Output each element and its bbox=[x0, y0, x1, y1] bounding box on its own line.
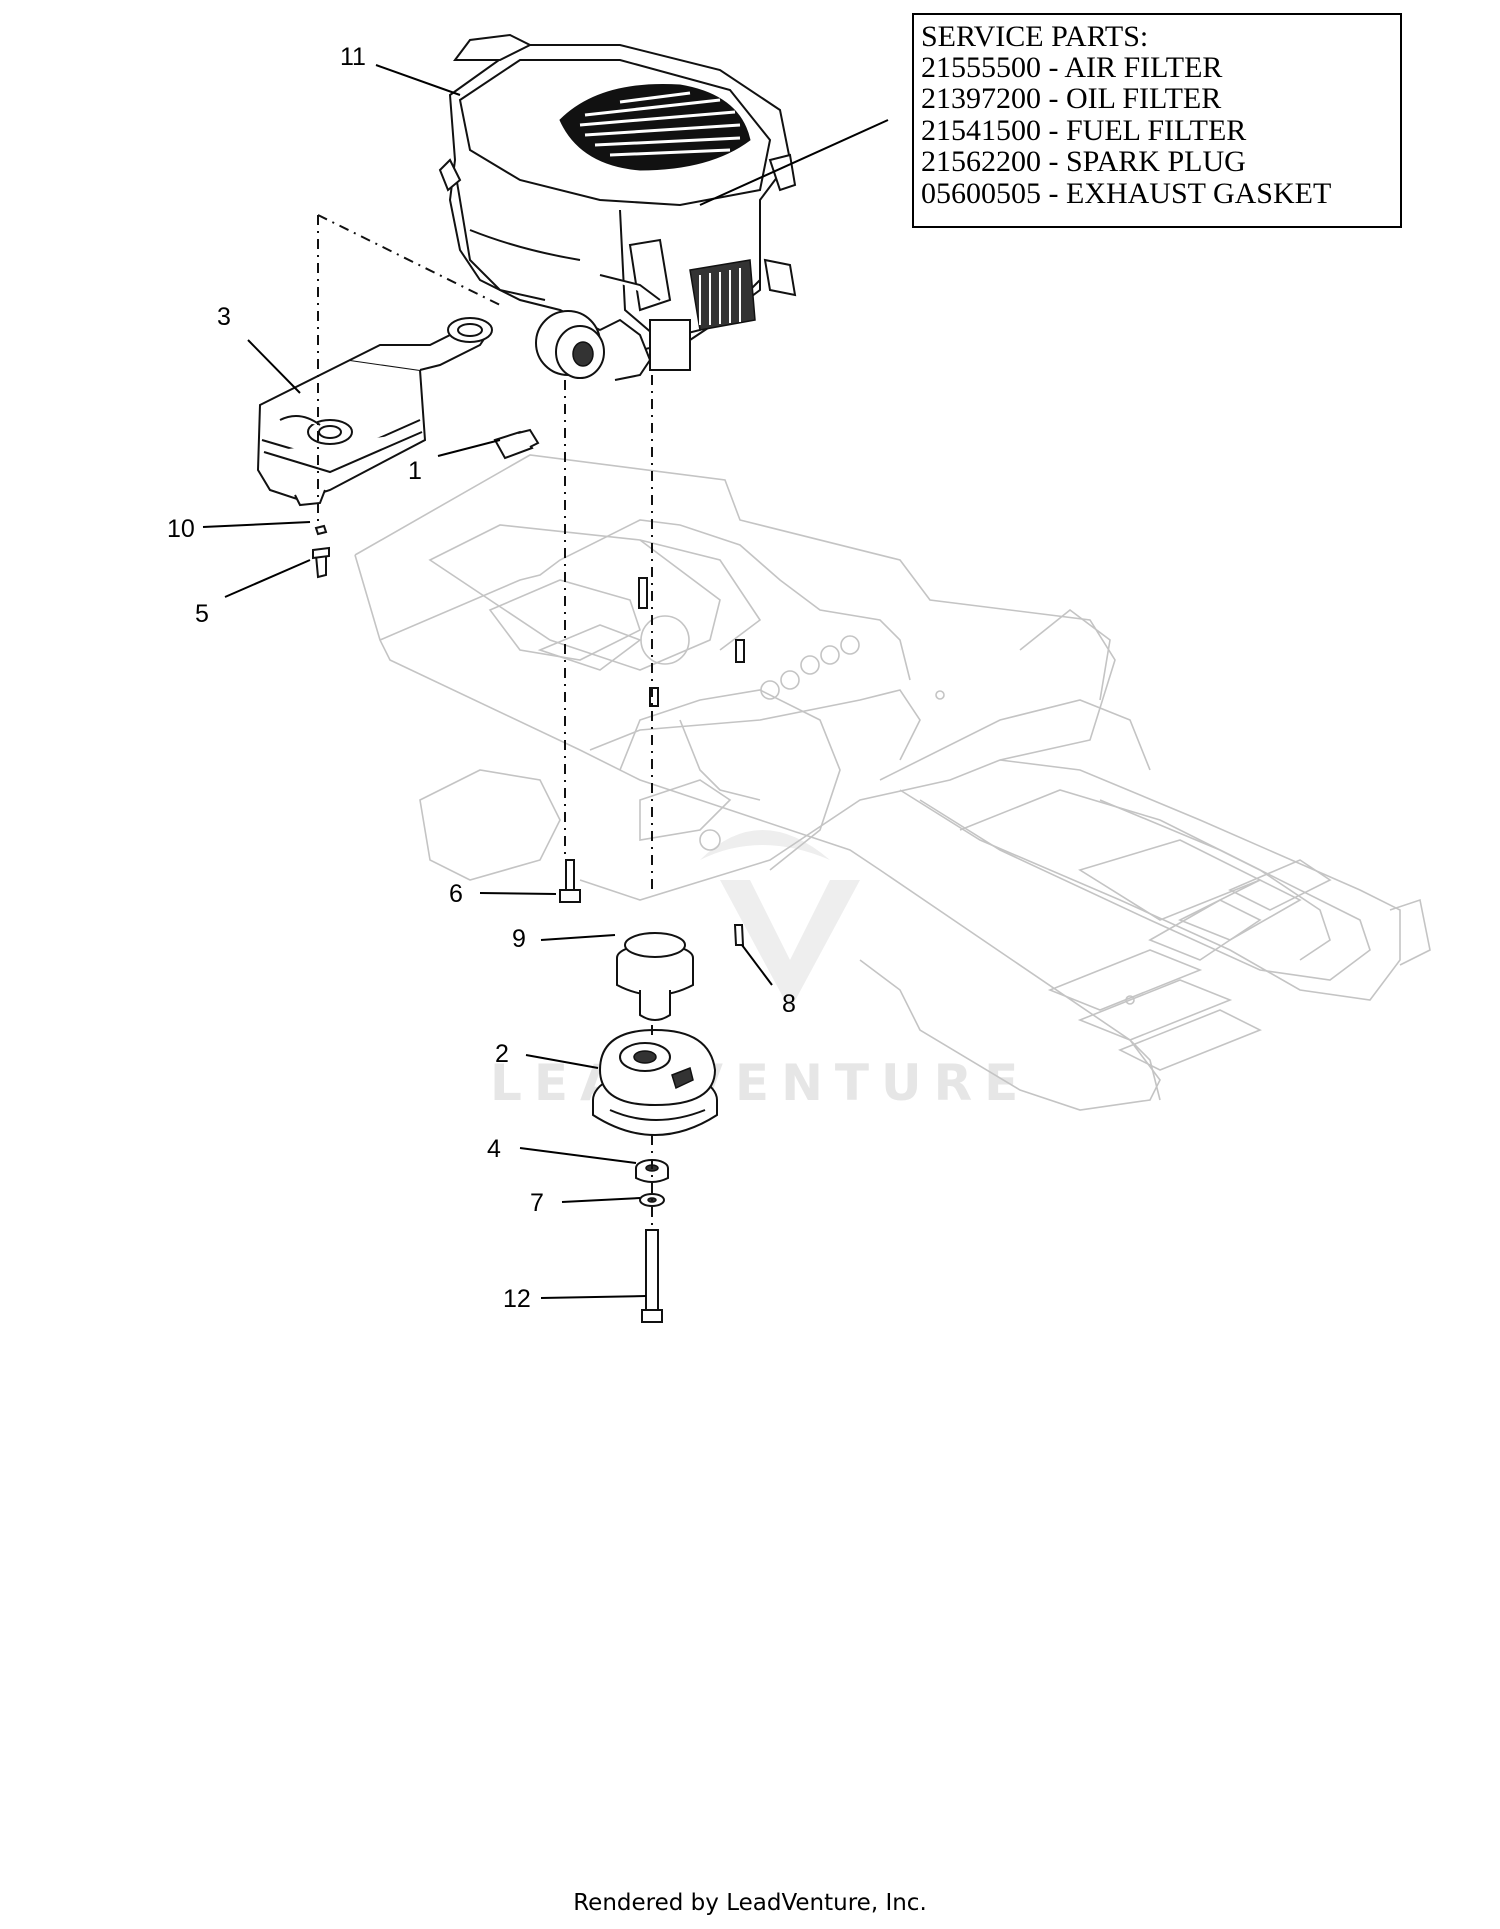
pulley bbox=[616, 932, 694, 1021]
clutch-bolt bbox=[641, 1229, 663, 1323]
callout-1: 1 bbox=[408, 457, 422, 485]
callout-9: 9 bbox=[512, 925, 526, 953]
assembly-lines bbox=[317, 214, 653, 1230]
hardware bbox=[312, 524, 745, 946]
callouts: 11 3 1 10 5 6 9 8 2 4 7 12 bbox=[167, 43, 796, 1313]
callout-6: 6 bbox=[449, 880, 463, 908]
callout-12: 12 bbox=[503, 1285, 531, 1313]
leader-lines bbox=[202, 64, 889, 1299]
fitting bbox=[493, 428, 540, 460]
watermark: LEADVENTURE bbox=[490, 830, 1018, 1112]
spacers bbox=[635, 1159, 669, 1207]
engine bbox=[438, 33, 797, 381]
service-part-line: 21541500 - FUEL FILTER bbox=[921, 114, 1246, 147]
muffler bbox=[256, 317, 493, 507]
callout-3: 3 bbox=[217, 303, 231, 331]
callout-2: 2 bbox=[495, 1040, 509, 1068]
callout-4: 4 bbox=[487, 1135, 501, 1163]
service-part-line: 21562200 - SPARK PLUG bbox=[921, 145, 1246, 178]
service-parts-border bbox=[912, 13, 1402, 228]
service-part-line: 05600505 - EXHAUST GASKET bbox=[921, 177, 1331, 210]
callout-8: 8 bbox=[782, 990, 796, 1018]
callout-11: 11 bbox=[340, 43, 366, 71]
mower-frame bbox=[354, 454, 1431, 1111]
service-part-line: 21555500 - AIR FILTER bbox=[921, 51, 1222, 84]
footer-credit: Rendered by LeadVenture, Inc. bbox=[573, 1890, 927, 1916]
callout-10: 10 bbox=[167, 515, 195, 543]
clutch bbox=[592, 1028, 718, 1136]
service-parts-title: SERVICE PARTS: bbox=[921, 20, 1148, 53]
callout-7: 7 bbox=[530, 1189, 544, 1217]
service-part-line: 21397200 - OIL FILTER bbox=[921, 82, 1221, 115]
service-parts-box: SERVICE PARTS: 21555500 - AIR FILTER 213… bbox=[912, 13, 1402, 228]
callout-5: 5 bbox=[195, 600, 209, 628]
